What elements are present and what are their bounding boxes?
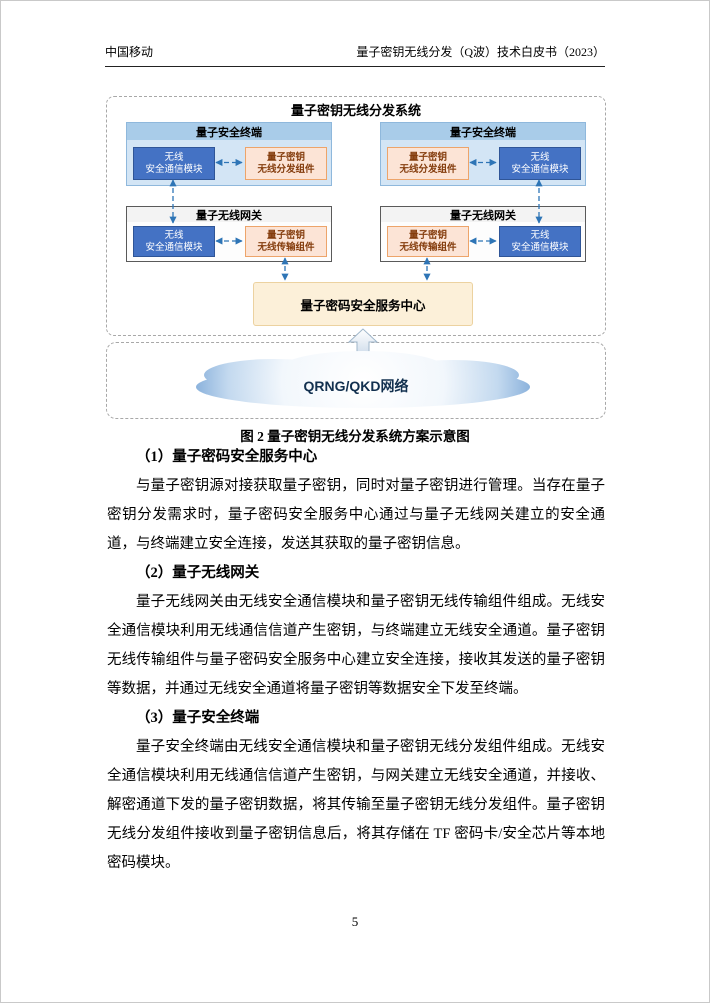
gateway-label: 量子无线网关 (381, 207, 585, 222)
section-paragraph-1: 与量子密钥源对接获取量子密钥，同时对量子密钥进行管理。当存在量子密钥分发需求时，… (107, 478, 605, 552)
wireless-security-module: 无线 安全通信模块 (133, 147, 215, 180)
wireless-security-module: 无线 安全通信模块 (499, 226, 581, 257)
diagram-title: 量子密钥无线分发系统 (290, 103, 421, 118)
crypto-service-center: 量子密码安全服务中心 (253, 282, 473, 326)
key-distribution-component: 量子密钥 无线分发组件 (245, 147, 327, 180)
section-paragraph-3: 量子安全终端由无线安全通信模块和量子密钥无线分发组件组成。无线安全通信模块利用无… (107, 739, 605, 871)
header-left-text: 中国移动 (105, 45, 154, 59)
section-paragraph-2: 量子无线网关由无线安全通信模块和量子密钥无线传输组件组成。无线安全通信模块利用无… (107, 594, 605, 697)
page-header: 中国移动 量子密钥无线分发（Q波）技术白皮书（2023） (105, 43, 605, 67)
key-transmission-component: 量子密钥 无线传输组件 (245, 226, 327, 257)
section-heading-3: （3）量子安全终端 (136, 710, 260, 726)
quantum-gateway-left: 量子无线网关 无线 安全通信模块 量子密钥 无线传输组件 (126, 206, 332, 262)
quantum-gateway-right: 量子无线网关 量子密钥 无线传输组件 无线 安全通信模块 (380, 206, 586, 262)
wireless-security-module: 无线 安全通信模块 (133, 226, 215, 257)
terminal-label: 量子安全终端 (381, 123, 585, 140)
system-diagram: 量子密钥无线分发系统 量子安全终端 无线 安全通信模块 量子密钥 无线分发组件 … (106, 96, 606, 421)
terminal-label: 量子安全终端 (127, 123, 331, 140)
figure-caption: 图 2 量子密钥无线分发系统方案示意图 (240, 429, 470, 444)
qrng-qkd-network-label: QRNG/QKD网络 (303, 378, 409, 394)
key-transmission-component: 量子密钥 无线传输组件 (387, 226, 469, 257)
gateway-label: 量子无线网关 (127, 207, 331, 222)
body-text: （1）量子密码安全服务中心 与量子密钥源对接获取量子密钥，同时对量子密钥进行管理… (107, 443, 605, 878)
page-number: 5 (351, 914, 359, 929)
quantum-terminal-right: 量子安全终端 量子密钥 无线分发组件 无线 安全通信模块 (380, 122, 586, 186)
header-right-text: 量子密钥无线分发（Q波）技术白皮书（2023） (356, 45, 605, 59)
quantum-terminal-left: 量子安全终端 无线 安全通信模块 量子密钥 无线分发组件 (126, 122, 332, 186)
section-heading-2: （2）量子无线网关 (136, 565, 260, 581)
section-heading-1: （1）量子密码安全服务中心 (136, 449, 318, 465)
wireless-security-module: 无线 安全通信模块 (499, 147, 581, 180)
key-distribution-component: 量子密钥 无线分发组件 (387, 147, 469, 180)
